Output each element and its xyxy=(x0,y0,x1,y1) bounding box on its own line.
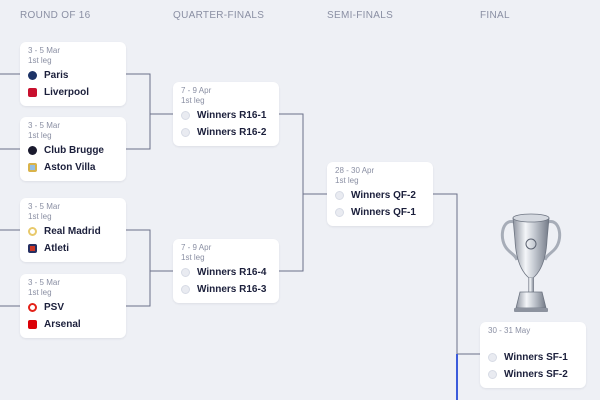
match-date: 7 - 9 Apr xyxy=(181,243,212,252)
round-header-final: FINAL xyxy=(480,10,510,21)
team-name: Paris xyxy=(44,69,69,81)
team-row-home: PSV xyxy=(28,299,126,315)
team-name: Winners R16-1 xyxy=(197,109,267,121)
match-leg: 1st leg xyxy=(28,288,52,297)
match-card-r16-2[interactable]: 3 - 5 Mar 1st leg Club Brugge Aston Vill… xyxy=(20,117,126,181)
team-row-away: Winners QF-1 xyxy=(335,204,433,220)
team-name: Winners SF-2 xyxy=(504,368,568,380)
match-date: 3 - 5 Mar xyxy=(28,202,61,211)
placeholder-crest-icon xyxy=(181,267,190,277)
team-row-away: Liverpool xyxy=(28,84,126,100)
match-card-final[interactable]: 30 - 31 May Winners SF-1 Winners SF-2 xyxy=(480,322,586,388)
team-name: Winners QF-2 xyxy=(351,189,416,201)
team-row-home: Winners QF-2 xyxy=(335,187,433,203)
team-name: Winners R16-2 xyxy=(197,126,267,138)
team-name: Club Brugge xyxy=(44,144,104,156)
psg-crest-icon xyxy=(28,70,37,80)
match-date: 28 - 30 Apr xyxy=(335,166,375,175)
match-card-r16-1[interactable]: 3 - 5 Mar 1st leg Paris Liverpool xyxy=(20,42,126,106)
club-brugge-crest-icon xyxy=(28,145,37,155)
match-date: 3 - 5 Mar xyxy=(28,46,61,55)
connector-r16-pair-bottom xyxy=(126,229,151,307)
team-name: Aston Villa xyxy=(44,161,96,173)
team-name: Winners R16-4 xyxy=(197,266,267,278)
match-leg: 1st leg xyxy=(28,131,52,140)
team-name: Winners R16-3 xyxy=(197,283,267,295)
match-card-sf-1[interactable]: 28 - 30 Apr 1st leg Winners QF-2 Winners… xyxy=(327,162,433,226)
team-row-home: Real Madrid xyxy=(28,223,126,239)
placeholder-crest-icon xyxy=(335,207,344,217)
team-row-away: Atleti xyxy=(28,240,126,256)
team-name: Real Madrid xyxy=(44,225,101,237)
team-name: Winners SF-1 xyxy=(504,351,568,363)
match-date: 7 - 9 Apr xyxy=(181,86,212,95)
champions-league-trophy-icon xyxy=(500,213,562,312)
team-row-home: Paris xyxy=(28,67,126,83)
match-card-r16-3[interactable]: 3 - 5 Mar 1st leg Real Madrid Atleti xyxy=(20,198,126,262)
team-row-away: Winners SF-2 xyxy=(488,366,586,382)
placeholder-crest-icon xyxy=(488,352,497,362)
match-leg: 1st leg xyxy=(28,212,52,221)
placeholder-crest-icon xyxy=(488,369,497,379)
connector-r16-pair-top xyxy=(126,73,151,150)
atletico-crest-icon xyxy=(28,243,37,253)
match-card-qf-1[interactable]: 7 - 9 Apr 1st leg Winners R16-1 Winners … xyxy=(173,82,279,146)
team-row-away: Winners R16-2 xyxy=(181,124,279,140)
placeholder-crest-icon xyxy=(335,190,344,200)
aston-villa-crest-icon xyxy=(28,162,37,172)
match-date: 3 - 5 Mar xyxy=(28,278,61,287)
team-name: Liverpool xyxy=(44,86,90,98)
team-name: PSV xyxy=(44,301,65,313)
match-date: 3 - 5 Mar xyxy=(28,121,61,130)
match-leg: 1st leg xyxy=(181,96,205,105)
real-madrid-crest-icon xyxy=(28,226,37,236)
connector-qf-pair xyxy=(279,113,304,272)
team-name: Atleti xyxy=(44,242,69,254)
team-row-home: Club Brugge xyxy=(28,142,126,158)
liverpool-crest-icon xyxy=(28,87,37,97)
team-row-home: Winners R16-4 xyxy=(181,264,279,280)
match-leg: 1st leg xyxy=(28,56,52,65)
match-leg: 1st leg xyxy=(335,176,359,185)
psv-crest-icon xyxy=(28,302,37,312)
team-name: Winners QF-1 xyxy=(351,206,416,218)
team-row-away: Arsenal xyxy=(28,316,126,332)
team-row-away: Winners R16-3 xyxy=(181,281,279,297)
match-date: 30 - 31 May xyxy=(488,326,531,335)
placeholder-crest-icon xyxy=(181,127,190,137)
team-row-home: Winners R16-1 xyxy=(181,107,279,123)
round-header-semi-finals: SEMI-FINALS xyxy=(327,10,394,21)
placeholder-crest-icon xyxy=(181,110,190,120)
placeholder-crest-icon xyxy=(181,284,190,294)
arsenal-crest-icon xyxy=(28,319,37,329)
match-leg: 1st leg xyxy=(181,253,205,262)
team-row-home: Winners SF-1 xyxy=(488,349,586,365)
match-card-r16-4[interactable]: 3 - 5 Mar 1st leg PSV Arsenal xyxy=(20,274,126,338)
round-header-r16: ROUND OF 16 xyxy=(20,10,91,21)
team-row-away: Aston Villa xyxy=(28,159,126,175)
match-card-qf-2[interactable]: 7 - 9 Apr 1st leg Winners R16-4 Winners … xyxy=(173,239,279,303)
connector-sf-right xyxy=(433,193,458,400)
team-name: Arsenal xyxy=(44,318,81,330)
round-header-quarter-finals: QUARTER-FINALS xyxy=(173,10,265,21)
